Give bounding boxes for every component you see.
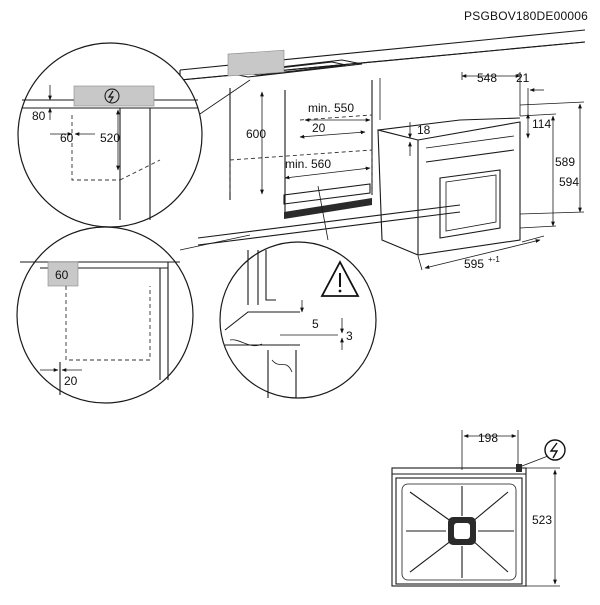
oven-door-depth-label: 21 [516,71,530,85]
cabinet-gap-label: 20 [312,121,326,135]
oven-top-offset-label: 18 [417,123,431,137]
oven-total-height-label: 594 [559,175,579,189]
warning-icon [320,260,360,297]
oven-depth-label: 548 [477,71,497,85]
fixing-dim-3-label: 3 [346,329,353,343]
side-dim-60-label: 60 [55,268,69,282]
cabinet-height-label: 600 [246,127,266,141]
power-dim-60-label: 60 [60,131,74,145]
power-dim-520-label: 520 [100,131,120,145]
detail-fixing: 5 3 [219,241,377,399]
detail-power-socket: 80 60 520 [17,42,203,228]
cabinet-min-depth-label: min. 550 [308,101,354,115]
front-cable-offset-label: 198 [478,431,498,445]
document-code: PSGBOV180DE00006 [464,9,588,23]
front-socket-height-label: 523 [532,513,552,527]
side-dim-20-label: 20 [64,374,78,388]
oven-front-view: 198 523 [391,430,566,587]
oven-width-label: 595 [464,257,484,271]
fixing-dim-5-label: 5 [312,317,319,331]
power-plug-icon [544,439,566,461]
detail-side-clearance: 60 20 [16,226,194,404]
oven-perspective: 548 21 18 114 589 594 595 +-1 [377,71,585,271]
power-dim-80-label: 80 [32,109,46,123]
power-plug-icon [104,88,120,104]
oven-control-height-label: 114 [532,117,551,131]
cabinet-min-width-label: min. 560 [285,157,331,171]
oven-body-height-label: 589 [555,155,575,169]
cabinet-perspective: 600 min. 550 20 min. 560 [179,29,586,246]
oven-width-tolerance-label: +-1 [488,255,500,264]
